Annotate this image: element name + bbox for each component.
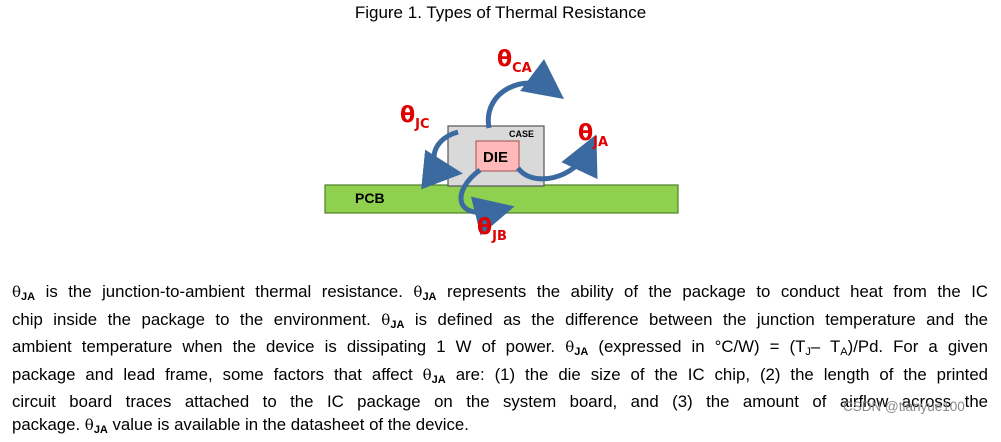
text-segment: chip inside the package to the environme… [12,309,382,329]
paragraph-line: chip inside the package to the environme… [12,309,988,337]
text-segment: represents the ability of the package to… [436,282,988,301]
theta-symbol: θ [565,338,575,357]
watermark: CSDN @tianyue100 [843,399,965,414]
ja-subscript: JA [574,346,589,359]
theta-ja-subscript: JA [592,135,608,150]
theta-ca-symbol: θ [497,47,512,72]
theta-jb-arrow [458,167,515,236]
text-segment: (expressed in °C/W) = (T [588,337,806,357]
text-segment: is the junction-to-ambient thermal resis… [35,282,414,301]
theta-jc-label: θJC [400,103,430,132]
text-segment: – T [810,337,841,357]
paragraph-line: circuit board traces attached to the IC … [12,391,988,414]
text-segment: value is available in the datasheet of t… [107,414,469,434]
text-segment: are: (1) the die size of the IC chip, (2… [445,364,988,384]
figure-caption: Figure 1. Types of Thermal Resistance [354,3,647,22]
text-segment: package and lead frame, some factors tha… [12,364,423,384]
paragraph-line: ambient temperature when the device is d… [12,336,988,364]
ja-subscript: JA [431,373,446,386]
paragraph-line: θJA is the junction-to-ambient thermal r… [12,281,988,309]
theta-jc-symbol: θ [400,103,415,128]
theta-ja-label: θJA [578,121,608,150]
theta-symbol: θ [422,365,432,384]
theta-ca-arrow [485,59,565,129]
case-label: CASE [509,129,534,139]
die-chip [475,140,520,172]
theta-jb-label: θJB [477,215,507,244]
ja-subscript: JA [422,291,437,303]
a-subscript: A [840,346,848,359]
paragraph-line: package and lead frame, some factors tha… [12,364,988,392]
theta-jb-subscript: JB [491,229,507,244]
die-label: DIE [483,149,508,166]
theta-symbol: θ [84,415,94,434]
text-segment: )/Pd. For a given [847,337,988,357]
description-paragraph: θJA is the junction-to-ambient thermal r… [12,281,988,442]
theta-jc-arrow [421,129,463,190]
paragraph-line: package. θJA value is available in the d… [12,414,988,442]
theta-symbol: θ [413,283,423,301]
text-segment: package. [12,414,85,434]
ja-subscript: JA [21,291,36,303]
theta-ja-arrow [515,134,598,182]
theta-ca-subscript: CA [512,61,532,76]
ja-subscript: JA [390,318,405,331]
theta-symbol: θ [12,283,22,301]
theta-symbol: θ [381,310,391,329]
theta-jb-symbol: θ [477,215,492,240]
theta-ca-label: θCA [497,47,532,76]
theta-jc-subscript: JC [414,117,429,132]
ja-subscript: JA [93,423,108,436]
j-subscript: J [805,346,811,359]
text-segment: is defined as the difference between the… [404,309,989,329]
theta-ja-symbol: θ [578,121,593,146]
text-segment: ambient temperature when the device is d… [12,337,566,357]
text-segment: circuit board traces attached to the IC … [12,392,988,412]
thermal-resistance-diagram: PCB CASE DIE θJC θCA θJA θJB [324,47,679,244]
pcb-label: PCB [355,190,385,206]
